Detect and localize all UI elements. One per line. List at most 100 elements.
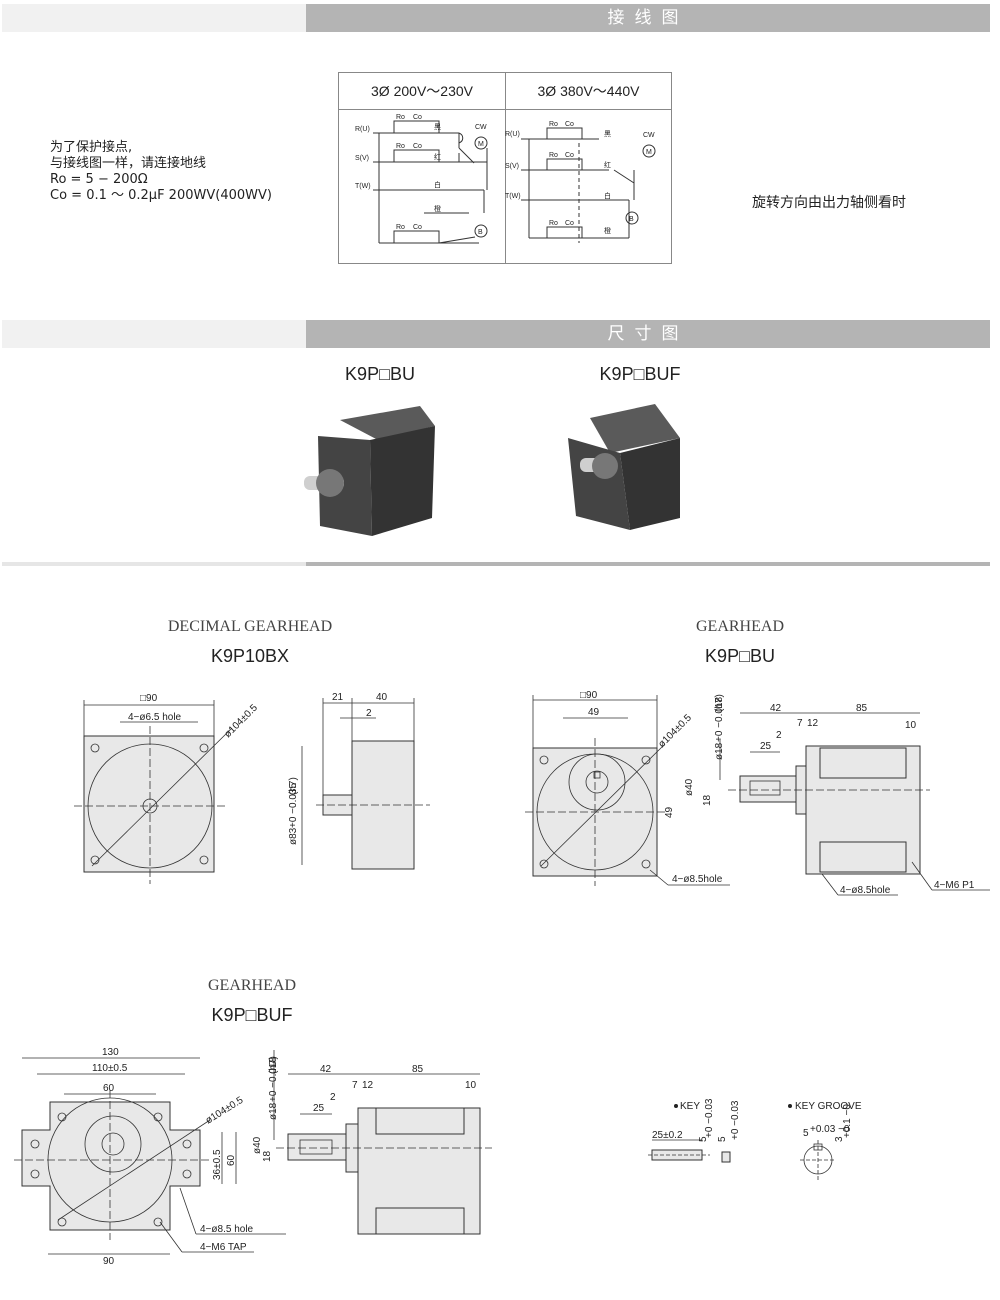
co-label-5: Co <box>565 152 574 159</box>
section-divider <box>2 562 990 566</box>
d2-dim-49v: 49 <box>664 806 675 818</box>
d1-dim-2: 2 <box>366 708 372 719</box>
d3-dim-85: 85 <box>412 1064 424 1075</box>
d3-dim-25: 25 <box>313 1103 325 1114</box>
d2-tap: 4−M6 P1 <box>934 880 975 891</box>
terminal-s-right: S(V) <box>505 163 519 170</box>
key-groove-detail: KEY GROOVE 5 +0.03 −0 3 +0.1 −0 <box>788 1101 862 1180</box>
ro-label-4: Ro <box>549 121 558 128</box>
key-label: KEY <box>680 1101 700 1112</box>
wire-red-right: 红 <box>604 160 611 169</box>
note-line-2: 与接线图一样，请连接地线 <box>50 156 207 171</box>
motor-label-left: M <box>478 141 484 148</box>
ro-label-5: Ro <box>549 152 558 159</box>
d2-dim-shaft-tol: +0 −0.018 <box>714 697 725 742</box>
groove-w-tol: +0.03 −0 <box>810 1124 850 1135</box>
d2-dim-18: 18 <box>702 794 713 806</box>
d3-dim-12: 12 <box>362 1080 374 1091</box>
d2-dim-2: 2 <box>776 730 782 741</box>
dimension-section-title: 尺寸图 <box>306 320 990 348</box>
d2-dim-shaft-fit: (h7) <box>714 694 725 712</box>
groove-w: 5 <box>803 1128 809 1139</box>
product-left-model: K9P□BU <box>345 364 415 384</box>
ro-label-1: Ro <box>396 114 405 121</box>
drawing3-side-view: 42 85 7 12 2 25 10 ø18 +0 −0.018 (h7) ø4… <box>252 1050 492 1235</box>
wiring-section-header: 接线图 <box>2 4 990 32</box>
d1-dim-square: □90 <box>140 693 158 704</box>
d2-dim-40: ø40 <box>684 778 695 796</box>
d3-hole: 4−ø8.5 hole <box>200 1224 254 1235</box>
d2-dim-49: 49 <box>588 707 600 718</box>
d3-dim-2: 2 <box>330 1092 336 1103</box>
motor-label-right: M <box>646 149 652 156</box>
key-h: 5 <box>717 1136 728 1142</box>
note-line-1: 为了保护接点, <box>50 140 133 155</box>
cw-label-left: CW <box>475 124 487 131</box>
drawing2-model: K9P□BU <box>705 646 775 666</box>
drawing1-title: DECIMAL GEARHEAD <box>167 618 333 635</box>
d2-dim-85: 85 <box>856 703 868 714</box>
terminal-t-right: T(W) <box>505 193 521 200</box>
d3-dim-110: 110±0.5 <box>92 1063 128 1074</box>
co-label-2: Co <box>413 143 422 150</box>
d3-dim-shaft-fit: (h7) <box>268 1056 279 1074</box>
ro-label-6: Ro <box>549 220 558 227</box>
co-label-6: Co <box>565 220 574 227</box>
d1-dim-hole: 4−ø6.5 hole <box>128 712 182 723</box>
drawing1-model: K9P10BX <box>210 646 290 666</box>
drawing3-front-view: 130 110±0.5 60 ø104±0.5 36±0.5 60 90 4−ø… <box>14 1047 286 1267</box>
d3-dim-90: 90 <box>103 1256 115 1267</box>
wire-orange-left: 橙 <box>434 204 441 213</box>
d2-dim-7: 7 <box>797 718 803 729</box>
d2-dim-shaft: ø18 <box>714 742 725 760</box>
d3-dim-40: ø40 <box>252 1136 263 1154</box>
brake-label-right: B <box>629 216 634 223</box>
motor-photo-buf <box>568 404 680 530</box>
d3-dim-shaft: ø18 <box>268 1102 279 1120</box>
drawing2-front-view: □90 49 ø104±0.5 49 4−ø8.5hole <box>525 690 730 886</box>
wiring-divider <box>505 73 506 263</box>
wire-black-left: 黑 <box>434 123 441 131</box>
wiring-section-title: 接线图 <box>306 4 990 32</box>
terminal-t-left: T(W) <box>355 183 371 190</box>
co-label-3: Co <box>413 224 422 231</box>
drawing3-model: K9P□BUF <box>211 1005 293 1025</box>
wiring-diagram-table: 3Ø 200V～230V 3Ø 380V～440V <box>338 72 672 264</box>
drawing1-side-view: 21 40 2 ø83 +0 −0.035 (h7) <box>288 692 430 870</box>
wire-red-left: 红 <box>434 152 441 161</box>
groove-label: KEY GROOVE <box>795 1101 862 1112</box>
drawing2-title: GEARHEAD <box>696 618 784 635</box>
note-line-4: Co = 0.1 ～ 0.2μF 200WV(400WV) <box>50 188 272 203</box>
brake-label-left: B <box>478 229 483 236</box>
ro-label-3: Ro <box>396 224 405 231</box>
d1-dim-40: 40 <box>376 692 388 703</box>
d3-dim-18: 18 <box>262 1150 273 1162</box>
ro-label-2: Ro <box>396 143 405 150</box>
drawing3-title: GEARHEAD <box>208 977 296 994</box>
d3-dim-pcd: ø104±0.5 <box>204 1095 246 1127</box>
d1-dim-83-tol: +0 −0.035 <box>288 783 299 828</box>
key-w: 5 <box>698 1136 709 1142</box>
key-len: 25±0.2 <box>652 1130 683 1141</box>
wire-white-left: 白 <box>434 180 441 189</box>
d3-dim-60: 60 <box>103 1083 115 1094</box>
cw-label-right: CW <box>643 132 655 139</box>
wire-black-right: 黑 <box>604 130 611 138</box>
drawing1-front-view: □90 4−ø6.5 hole ø104±0.5 <box>74 693 260 884</box>
product-photos <box>304 404 680 536</box>
key-detail: KEY 25±0.2 5 +0 −0.03 5 +0 −0.03 <box>648 1098 741 1163</box>
note-line-3: Ro = 5 − 200Ω <box>50 172 148 187</box>
d1-dim-21: 21 <box>332 692 344 703</box>
terminal-r-right: R(U) <box>505 131 520 138</box>
d2-dim-42: 42 <box>770 703 782 714</box>
key-w-tol: +0 −0.03 <box>704 1098 715 1138</box>
wiring-notes: 为了保护接点, 与接线图一样，请连接地线 Ro = 5 − 200Ω Co = … <box>50 140 272 204</box>
d3-dim-10: 10 <box>465 1080 477 1091</box>
d2-dim-pcd: ø104±0.5 <box>656 712 694 750</box>
wire-orange-right: 橙 <box>604 226 611 235</box>
motor-photo-bu <box>304 406 435 536</box>
d3-dim-7: 7 <box>352 1080 358 1091</box>
co-label-4: Co <box>565 121 574 128</box>
wire-white-right: 白 <box>604 191 611 200</box>
d3-dim-130: 130 <box>102 1047 119 1058</box>
